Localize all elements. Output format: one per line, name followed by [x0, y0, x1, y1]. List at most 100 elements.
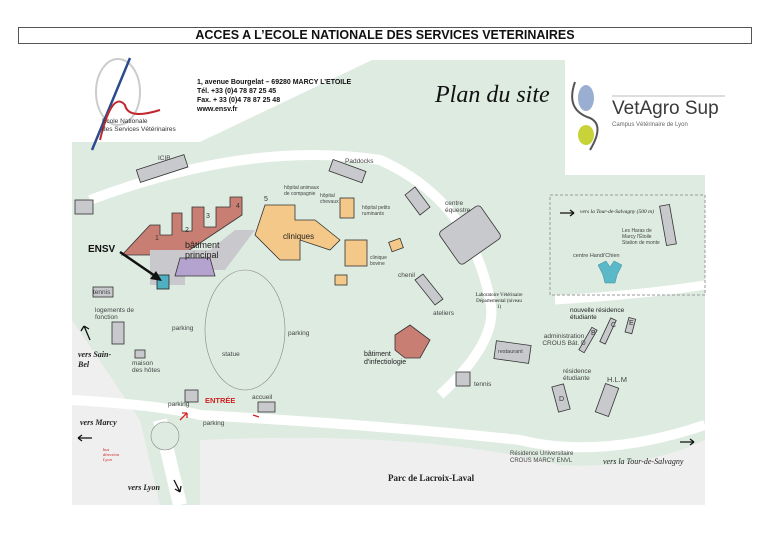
vetagro-logo-graphic: [571, 81, 725, 151]
building-cliniques: [254, 204, 341, 261]
building-e: [624, 316, 637, 335]
label-wing-5: 5: [264, 196, 268, 203]
label-parking-1: parking: [172, 325, 194, 332]
label-maison: maison des hôtes: [132, 360, 161, 374]
label-logements: logements de fonction: [95, 307, 135, 321]
label-parking-2: parking: [288, 330, 310, 337]
label-hopital-animaux: hôpital animaux de compagnie: [284, 185, 320, 197]
building-principal-purple: [174, 257, 216, 277]
arrow-accueil: [252, 414, 260, 418]
handichien-building: [597, 260, 623, 284]
building-small: [74, 199, 94, 215]
label-residence-universitaire: Résidence Universitaire CROUS MARCY ENVL: [510, 451, 574, 464]
label-wing-4: 4: [236, 203, 240, 210]
building-c: [599, 317, 617, 345]
building-clinique-bovine: [344, 239, 368, 267]
label-chenil: chenil: [398, 272, 415, 279]
label-clinique-bovine: clinique bovine: [370, 255, 387, 267]
ensv-logo-text: Ecole Nationale des Services Vétérinaire…: [102, 118, 176, 133]
label-parc: Parc de Lacroix-Laval: [388, 473, 475, 483]
arrow-lyon: [173, 479, 182, 493]
website-link[interactable]: www.ensv.fr: [197, 106, 238, 113]
label-hlm: H.L.M: [607, 375, 628, 384]
label-marcy: vers Marcy: [80, 418, 117, 427]
arrow-entree: [179, 412, 188, 421]
building-icib: [135, 154, 189, 183]
ring-road: [88, 150, 497, 399]
address: 1, avenue Bourgelat – 69280 MARCY L’ETOI…: [197, 79, 352, 86]
building-hlm: [594, 382, 620, 418]
ensv-logo-graphic: [90, 57, 161, 151]
road-salvagny: [554, 280, 706, 305]
building-tennis: [92, 286, 114, 298]
label-e: E: [629, 320, 634, 327]
map-background: [72, 60, 705, 505]
label-laboratoire: Laboratoire Vétérinaire Départemental (n…: [475, 293, 523, 310]
label-d: D: [559, 396, 565, 403]
label-tennis: tennis: [93, 289, 111, 296]
label-residence: résidence étudiante: [563, 368, 592, 382]
label-infectiologie: bâtiment d'infectiologie: [364, 351, 407, 366]
page-title: ACCES A L’ECOLE NATIONALE DES SERVICES V…: [18, 27, 752, 44]
building-fenil: [388, 237, 404, 253]
label-centre-equestre: centre équestre: [445, 200, 471, 214]
label-admin-crous: administration CROUS Bât. D: [542, 333, 586, 347]
label-haras: Les Haras de Marcy l'Étoile Station de m…: [622, 228, 660, 246]
ensv-arrow: [119, 250, 159, 280]
label-bus-lyon: bus direction Lyon: [103, 447, 120, 462]
contact-block: 1, avenue Bourgelat – 69280 MARCY L’ETOI…: [197, 78, 351, 114]
ensv-logo-line2: des Services Vétérinaires: [102, 125, 176, 133]
label-entree: ENTRÉE: [205, 396, 236, 405]
park-area: [200, 437, 705, 505]
main-road: [71, 395, 707, 453]
label-wing-2: 2: [185, 227, 189, 234]
building-d: [551, 383, 571, 413]
label-c: C: [611, 322, 617, 329]
label-handichien: centre Handi'Chien: [573, 253, 620, 259]
building-entree: [184, 389, 199, 403]
label-salvagny: vers la Tour-de-Salvagny: [603, 457, 684, 466]
ensv-logo-line1: Ecole Nationale: [102, 118, 148, 125]
building-small-orange: [334, 274, 348, 286]
label-tennis-2: tennis: [474, 381, 492, 388]
label-paddocks: Paddocks: [345, 158, 374, 165]
label-b: B: [591, 330, 596, 337]
building-hopital-chevaux: [339, 197, 355, 219]
building-tennis2: [455, 371, 471, 387]
roundabout: [150, 421, 180, 451]
building-logements: [111, 321, 125, 345]
vetagro-subtitle: Campus Vétérinaire de Lyon: [612, 122, 688, 128]
building-restaurant: [493, 340, 532, 364]
label-ensv: ENSV: [88, 244, 116, 255]
label-batiment-principal: bâtiment principal: [185, 240, 220, 260]
vetagro-logo-text: VetAgro Sup: [612, 98, 719, 119]
label-wing-1: 1: [155, 235, 159, 242]
arrow-sain-bel: [80, 325, 91, 341]
building-equestre: [404, 186, 431, 216]
building-maison: [134, 349, 146, 359]
building-principal-wings: [121, 196, 243, 256]
label-sain-bel: vers Sain-Bel: [78, 350, 112, 369]
label-hopital-ruminants: hôpital petits ruminants: [362, 205, 391, 217]
west-area: [72, 320, 160, 505]
building-haras: [659, 203, 677, 247]
building-accueil: [257, 401, 276, 413]
arrow-marcy: [77, 434, 92, 442]
phone: Tél. +33 (0)4 78 87 25 45: [197, 88, 277, 95]
building-paddocks: [328, 159, 367, 184]
label-restaurant: restaurant: [498, 349, 523, 355]
label-ateliers: ateliers: [433, 310, 454, 317]
label-parking-4: parking: [203, 420, 225, 427]
label-salvagny-500: vers la Tour-de-Salvagny (500 m): [580, 209, 654, 215]
building-manege: [439, 205, 501, 265]
building-chenil: [414, 273, 444, 306]
arrow-salvagny-500: [560, 209, 575, 217]
label-parking-3: parking: [168, 401, 190, 408]
label-lyon: vers Lyon: [128, 483, 160, 492]
label-icib: ICIB: [158, 155, 171, 162]
building-b: [578, 326, 598, 354]
arrow-salvagny: [680, 438, 695, 446]
label-wing-3: 3: [206, 213, 210, 220]
label-statue: statue: [222, 351, 240, 358]
